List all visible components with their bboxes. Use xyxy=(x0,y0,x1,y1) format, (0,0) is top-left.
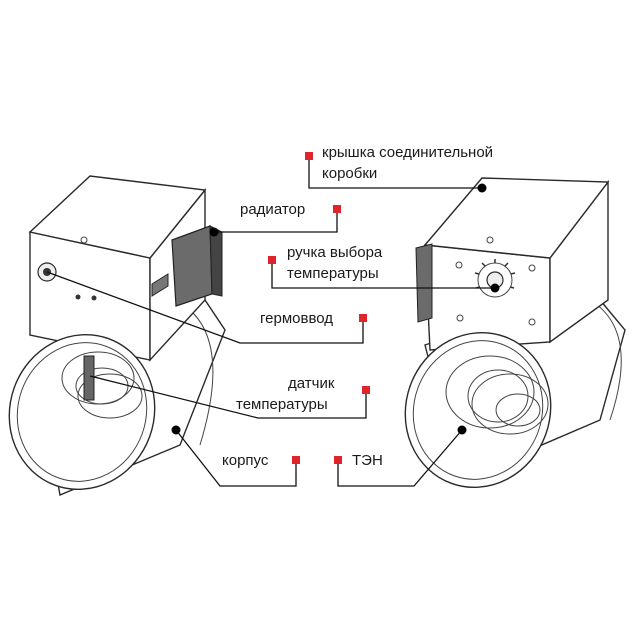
marker-sensor xyxy=(362,386,370,394)
left-dot-a xyxy=(75,294,81,300)
marker-gland xyxy=(359,314,367,322)
left-coil-3 xyxy=(77,373,143,419)
right-screw-b xyxy=(528,264,536,272)
radiator-block xyxy=(171,225,213,307)
marker-housing xyxy=(292,456,300,464)
leader-lid xyxy=(308,158,482,189)
leader-knob xyxy=(271,260,495,289)
left-sensor-probe xyxy=(83,355,95,401)
right-coil-4 xyxy=(495,393,541,427)
marker-element xyxy=(334,456,342,464)
label-radiator: радиатор xyxy=(240,201,306,218)
dot-element xyxy=(457,425,467,435)
label-sensor-line2: температуры xyxy=(236,396,328,413)
left-heater xyxy=(8,175,226,496)
label-element: ТЭН xyxy=(352,452,383,469)
right-screw xyxy=(486,236,494,244)
left-duct-ring-outer xyxy=(8,333,156,491)
right-duct-ring-inner xyxy=(412,340,544,480)
left-screw xyxy=(80,236,88,244)
label-knob: ручка выбора xyxy=(287,244,383,261)
marker-radiator xyxy=(333,205,341,213)
label-lid: крышка соединительной xyxy=(322,144,494,161)
leader-element xyxy=(337,429,463,487)
right-screw-a xyxy=(455,261,463,269)
right-duct-back-edge xyxy=(589,299,622,421)
right-radiator-edge xyxy=(415,243,433,323)
left-box-lid xyxy=(28,175,207,259)
dot-lid xyxy=(477,183,487,193)
right-screw-d xyxy=(528,318,536,326)
leader-lines xyxy=(46,158,495,487)
right-coil-3 xyxy=(471,373,549,435)
leader-housing xyxy=(175,429,297,487)
label-housing: корпус xyxy=(222,452,269,469)
label-gland: гермоввод xyxy=(260,310,334,327)
right-coil-1 xyxy=(445,355,535,429)
label-sensor: датчик xyxy=(288,375,335,392)
right-heater xyxy=(404,177,626,489)
marker-lid xyxy=(305,152,313,160)
right-duct-ring-outer xyxy=(404,331,552,489)
label-knob-line2: температуры xyxy=(287,265,379,282)
leader-radiator xyxy=(214,208,338,233)
dot-knob xyxy=(490,283,500,293)
left-dot-b xyxy=(91,295,97,301)
marker-knob xyxy=(268,256,276,264)
right-screw-c xyxy=(456,314,464,322)
left-duct-ring-inner xyxy=(16,342,148,482)
right-box-lid xyxy=(423,177,610,259)
leader-dots xyxy=(171,183,500,435)
radiator-side xyxy=(209,225,223,297)
leader-sensor xyxy=(89,375,367,419)
dot-housing xyxy=(171,425,181,435)
leader-gland xyxy=(46,271,364,344)
dot-radiator xyxy=(209,227,219,237)
label-lid-line2: коробки xyxy=(322,165,378,182)
left-arrow-plate xyxy=(151,273,169,297)
